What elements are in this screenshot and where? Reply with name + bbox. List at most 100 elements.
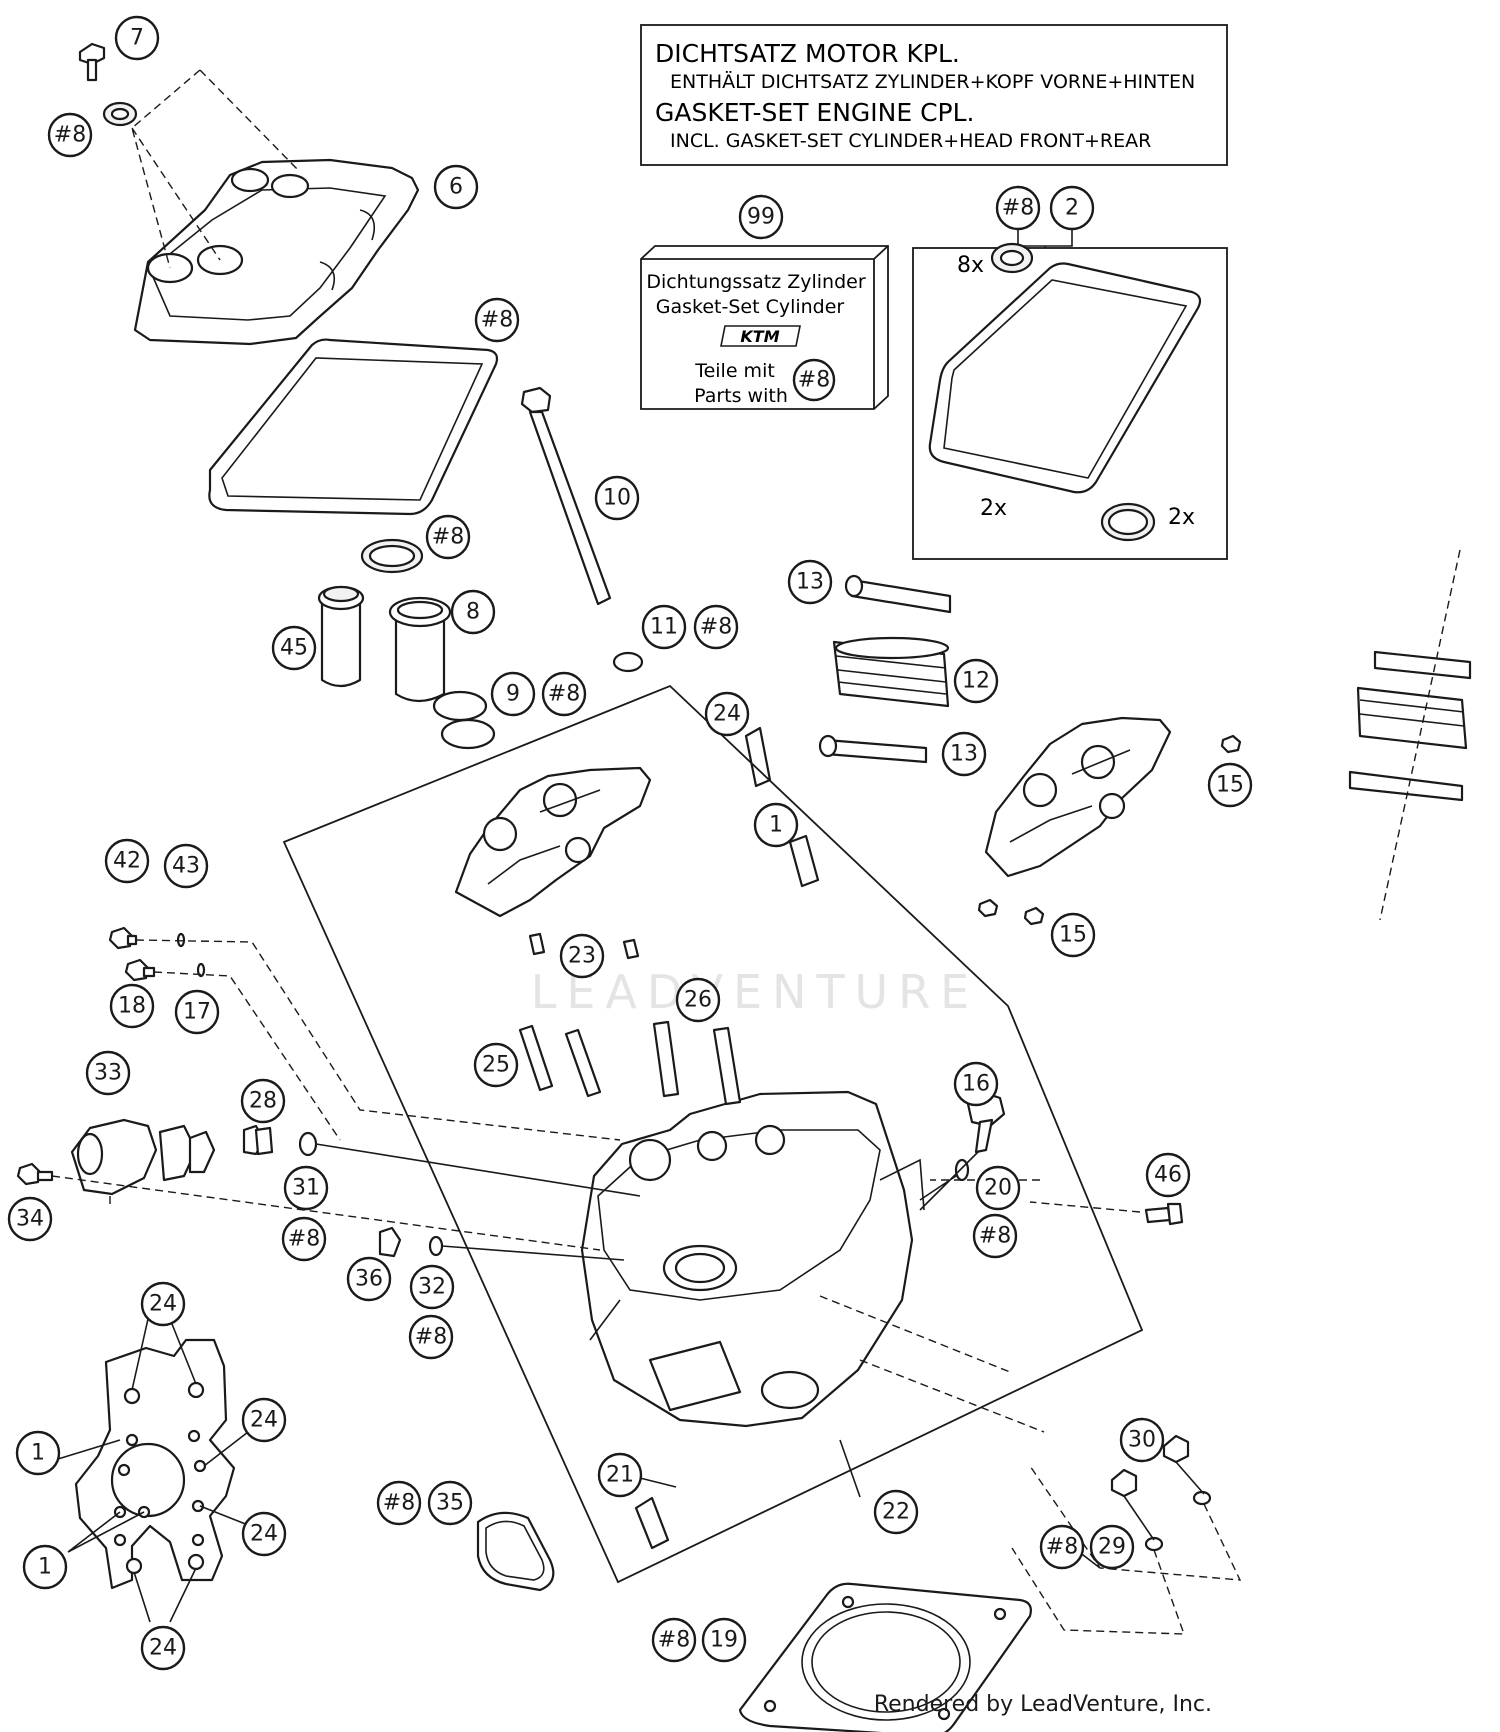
tube-seal (360, 538, 424, 574)
spark-plug-tube-45 (317, 585, 365, 688)
callout-c6: 6 (433, 164, 479, 210)
callout-label: 21 (606, 1463, 634, 1488)
callout-c34: 34 (7, 1196, 53, 1242)
callout-label: 36 (355, 1267, 383, 1292)
callout-c16: 16 (953, 1061, 999, 1107)
clamp-13-bottom (818, 734, 928, 764)
screw-18 (124, 958, 156, 982)
callout-c13a: 13 (787, 559, 833, 605)
callout-c19: 19 (701, 1617, 747, 1663)
callout-label: 25 (482, 1053, 510, 1078)
callout-c17: 17 (174, 989, 220, 1035)
callout-label: 19 (710, 1628, 738, 1653)
callout-c21: 21 (597, 1452, 643, 1498)
callout-c8b: #8 (474, 297, 520, 343)
callout-label: 16 (962, 1072, 990, 1097)
info-box: DICHTSATZ MOTOR KPL. ENTHÄLT DICHTSATZ Z… (640, 24, 1228, 166)
callout-label: #8 (700, 615, 732, 640)
sensor-housing (70, 1118, 216, 1196)
callout-c28: 28 (240, 1078, 286, 1124)
info-box-line2: ENTHÄLT DICHTSATZ ZYLINDER+KOPF VORNE+HI… (670, 70, 1195, 93)
screw-42 (108, 926, 138, 950)
callout-c24e: 24 (140, 1625, 186, 1671)
svg-text:2: 2 (1065, 196, 1079, 221)
ktm-logo-text: KTM (740, 327, 779, 346)
valve-guides (518, 1020, 742, 1106)
kit-note-en: Parts with (694, 385, 788, 407)
callout-c46: 46 (1145, 1152, 1191, 1198)
exhaust-gasket-35 (476, 1511, 555, 1592)
callout-c8k: #8 (651, 1617, 697, 1663)
cover-bolt-seal (102, 101, 138, 127)
callout-set-2: 2 (1049, 185, 1095, 231)
callout-c10: 10 (594, 475, 640, 521)
kit-title-de: Dichtungssatz Zylinder (646, 271, 866, 293)
callout-c1a: 1 (753, 802, 799, 848)
clamp-13-top (844, 574, 952, 614)
screw-46 (1144, 1202, 1184, 1226)
gasket-kit-box: Dichtungssatz Zylinder Gasket-Set Cylind… (640, 245, 889, 410)
rear-intake-flange (1348, 549, 1472, 921)
bridge-nut (977, 734, 1242, 926)
callout-c31: 31 (283, 1165, 329, 1211)
callout-label: 24 (713, 702, 741, 727)
callout-c9: 9 (490, 671, 536, 717)
head-bolt-washer (612, 651, 644, 673)
cylinder-head-gasket (738, 1582, 1032, 1732)
callout-label: 24 (149, 1636, 177, 1661)
kit-title-en: Gasket-Set Cylinder (656, 296, 845, 318)
plug-36 (378, 1226, 402, 1258)
callout-label: #8 (658, 1628, 690, 1653)
callout-c8a: #8 (47, 112, 93, 158)
callout-label: 22 (882, 1500, 910, 1525)
cylinder-base-plate (74, 1338, 236, 1590)
callout-c1b: 1 (15, 1430, 61, 1476)
callout-label: 24 (250, 1522, 278, 1547)
cap-nut-30 (1110, 1434, 1190, 1498)
callout-c29: 29 (1089, 1524, 1135, 1570)
callout-label: #8 (432, 525, 464, 550)
callout-label: 7 (130, 26, 144, 51)
callout-c25: 25 (473, 1042, 519, 1088)
o-rings-9 (432, 690, 496, 750)
callout-c36: 36 (346, 1256, 392, 1302)
callout-c8e: #8 (541, 671, 587, 717)
valve-cover-gasket (208, 338, 499, 516)
callout-c24c: 24 (241, 1397, 287, 1443)
render-credit: Rendered by LeadVenture, Inc. (873, 1692, 1212, 1717)
callout-label: 34 (16, 1207, 44, 1232)
washer-29 (1144, 1490, 1212, 1552)
callout-c42: 42 (104, 838, 150, 884)
qty-gasket: 2x (980, 496, 1007, 521)
screw-34 (16, 1162, 54, 1186)
callout-label: 30 (1128, 1428, 1156, 1453)
callout-label: #8 (415, 1325, 447, 1350)
watermark: LEADVENTURE (531, 965, 980, 1019)
callout-c13b: 13 (941, 731, 987, 777)
cover-gasket-icon (928, 262, 1202, 494)
callout-label: 28 (249, 1089, 277, 1114)
callout-c1c: 1 (22, 1544, 68, 1590)
callout-label: 43 (172, 854, 200, 879)
callout-label: 31 (292, 1176, 320, 1201)
spark-plug-tube-8 (388, 596, 452, 703)
callout-label: 11 (650, 615, 678, 640)
gasket-set-box: 8x 2x 2x (912, 230, 1228, 560)
callout-c18: 18 (109, 983, 155, 1029)
callout-c45: 45 (271, 625, 317, 671)
callout-c8i: #8 (376, 1480, 422, 1526)
callout-label: #8 (54, 123, 86, 148)
valve-cover (133, 158, 420, 346)
callout-label: 46 (1154, 1163, 1182, 1188)
valve-seal-icon (990, 242, 1034, 274)
ktm-logo-icon: KTM (720, 325, 801, 347)
callout-label: 18 (118, 994, 146, 1019)
callout-c7: 7 (114, 15, 160, 61)
info-box-line4: INCL. GASKET-SET CYLINDER+HEAD FRONT+REA… (670, 130, 1151, 152)
callout-c15a: 15 (1207, 762, 1253, 808)
cover-bolt (78, 42, 106, 82)
callout-c12: 12 (953, 658, 999, 704)
callout-c8h: #8 (408, 1314, 454, 1360)
